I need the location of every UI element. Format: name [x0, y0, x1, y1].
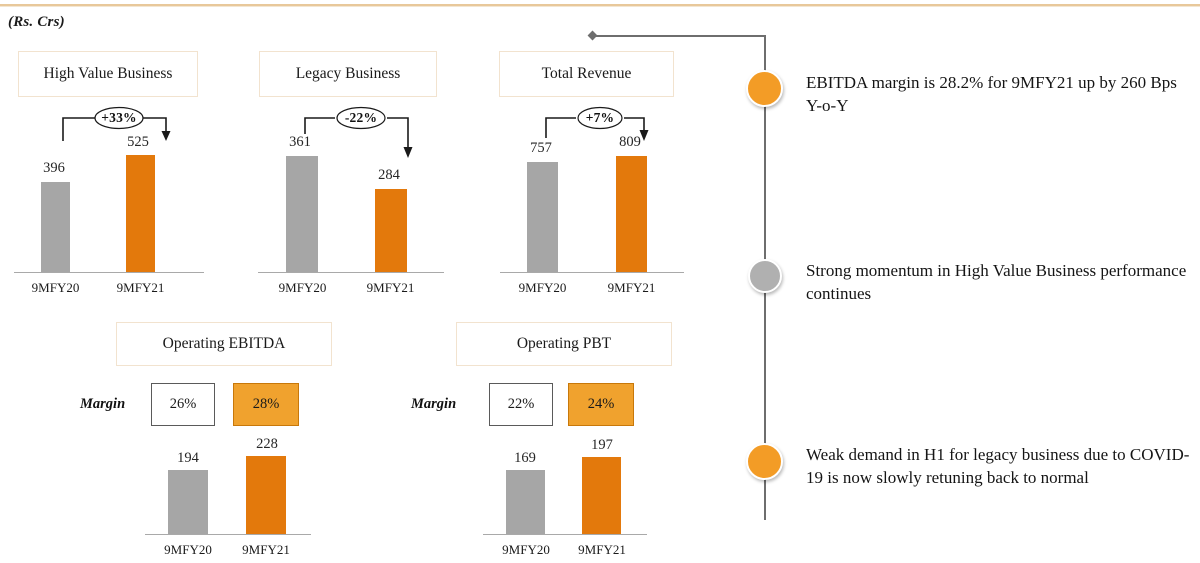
axis-baseline-operating-pbt: [483, 534, 647, 535]
bar-value-9mfy20-operating-pbt: 169: [514, 450, 536, 466]
bar-value-9mfy21-operating-ebitda: 228: [256, 436, 278, 452]
axis-label-9mfy20-high-value-business: 9MFY20: [31, 280, 80, 295]
top-rule: [0, 4, 1200, 6]
bar-value-9mfy20-high-value-business: 396: [43, 160, 65, 176]
timeline-text-1: EBITDA margin is 28.2% for 9MFY21 up by …: [806, 73, 1177, 115]
axis-label-9mfy21-operating-pbt: 9MFY21: [578, 542, 626, 557]
growth-value-total-revenue: +7%: [585, 110, 615, 125]
bar-value-9mfy21-legacy-business: 284: [378, 167, 400, 183]
margin-box-9mfy21-operating-ebitda: 28%: [233, 383, 299, 426]
growth-callout-total-revenue: +7%: [544, 106, 656, 142]
growth-callout-legacy-business: -22%: [303, 106, 419, 158]
bar-value-9mfy20-total-revenue: 757: [530, 140, 552, 156]
bar-9mfy21-operating-pbt: [582, 457, 621, 534]
bar-9mfy20-operating-pbt: [506, 470, 545, 534]
growth-value-high-value-business: +33%: [101, 110, 137, 125]
bar-9mfy21-legacy-business: [375, 189, 407, 272]
axis-baseline-legacy-business: [258, 272, 444, 273]
bar-9mfy20-high-value-business: [41, 182, 70, 272]
bar-value-9mfy21-total-revenue: 809: [619, 134, 641, 150]
axis-label-9mfy21-legacy-business: 9MFY21: [366, 280, 415, 295]
axis-label-9mfy20-legacy-business: 9MFY20: [278, 280, 327, 295]
axis-label-9mfy21-total-revenue: 9MFY21: [607, 280, 656, 295]
units-label: (Rs. Crs): [8, 14, 65, 30]
timeline-dot-2: [748, 259, 782, 293]
margin-box-9mfy20-operating-pbt: 22%: [489, 383, 553, 426]
axis-label-9mfy21-operating-ebitda: 9MFY21: [242, 542, 290, 557]
bar-value-9mfy20-operating-ebitda: 194: [177, 450, 199, 466]
growth-callout-high-value-business: +33%: [61, 106, 177, 142]
chart-title-total-revenue: Total Revenue: [499, 51, 674, 97]
bar-value-9mfy20-legacy-business: 361: [289, 134, 311, 150]
bar-9mfy20-operating-ebitda: [168, 470, 208, 534]
timeline-text-2: Strong momentum in High Value Business p…: [806, 261, 1187, 303]
chart-title-operating-ebitda: Operating EBITDA: [116, 322, 332, 366]
margin-label-operating-ebitda: Margin: [80, 396, 126, 412]
margin-box-9mfy21-operating-pbt: 24%: [568, 383, 634, 426]
axis-label-9mfy20-operating-pbt: 9MFY20: [502, 542, 550, 557]
axis-baseline-operating-ebitda: [145, 534, 311, 535]
margin-box-9mfy20-operating-ebitda: 26%: [151, 383, 215, 426]
bar-9mfy21-high-value-business: [126, 155, 155, 272]
bar-value-9mfy21-operating-pbt: 197: [591, 437, 613, 453]
timeline-text-3: Weak demand in H1 for legacy business du…: [806, 445, 1190, 487]
chart-title-legacy-business: Legacy Business: [259, 51, 437, 97]
top-rule-shadow: [0, 6, 1200, 7]
timeline-dot-3: [746, 443, 783, 480]
axis-baseline-total-revenue: [500, 272, 684, 273]
growth-value-legacy-business: -22%: [344, 110, 378, 125]
axis-label-9mfy20-total-revenue: 9MFY20: [518, 280, 567, 295]
bar-9mfy20-legacy-business: [286, 156, 318, 272]
bar-value-9mfy21-high-value-business: 525: [127, 134, 149, 150]
axis-label-9mfy20-operating-ebitda: 9MFY20: [164, 542, 212, 557]
bar-9mfy20-total-revenue: [527, 162, 558, 272]
axis-baseline-high-value-business: [14, 272, 204, 273]
bar-9mfy21-total-revenue: [616, 156, 647, 272]
chart-title-operating-pbt: Operating PBT: [456, 322, 672, 366]
chart-title-high-value-business: High Value Business: [18, 51, 198, 97]
timeline-dot-1: [746, 70, 783, 107]
margin-label-operating-pbt: Margin: [411, 396, 457, 412]
axis-label-9mfy21-high-value-business: 9MFY21: [116, 280, 165, 295]
timeline-connector-horizontal: [593, 35, 766, 37]
bar-9mfy21-operating-ebitda: [246, 456, 286, 534]
